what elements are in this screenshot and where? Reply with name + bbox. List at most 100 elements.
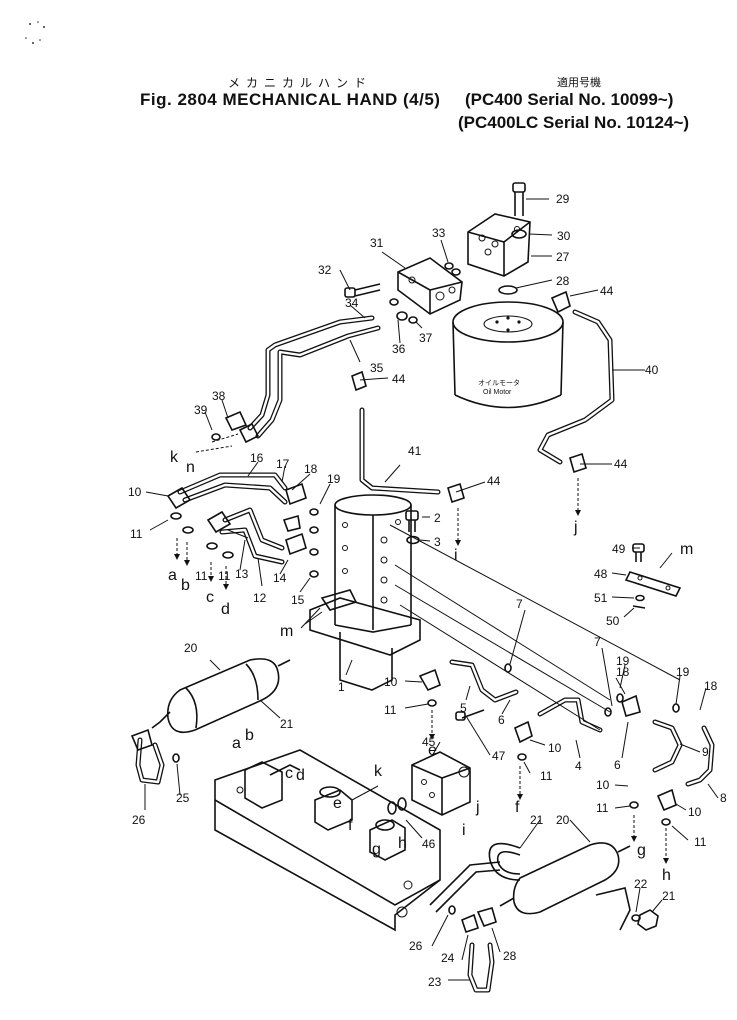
tube-42 (537, 309, 615, 465)
bolt-49 (632, 543, 645, 562)
callout-12: 12 (253, 591, 267, 605)
letter-n: n (186, 459, 195, 476)
tube-24 (467, 942, 495, 993)
o-ring-35a (444, 262, 454, 270)
callout-13: 13 (235, 567, 249, 581)
tube-9 (652, 719, 683, 773)
hose-13 (219, 507, 285, 565)
callout-44-c: 44 (614, 457, 628, 471)
letter-a-lower: a (232, 735, 241, 752)
callout-31: 29 (556, 192, 570, 206)
block-45 (411, 751, 471, 816)
accumulator-lower-right (499, 842, 631, 915)
callout-39: 37 (419, 331, 433, 345)
callout-18-a: 18 (304, 462, 318, 476)
callout-37: 35 (370, 361, 384, 375)
letter-b-lower: b (245, 727, 254, 744)
callout-11-g: 11 (694, 835, 707, 849)
hose-21-lower (488, 842, 521, 881)
callout-44-d: 44 (487, 474, 501, 488)
callout-21-b: 21 (530, 813, 544, 827)
callout-44-b: 44 (392, 372, 406, 386)
callout-7-a: 7 (516, 597, 523, 611)
bolt-34 (344, 283, 381, 298)
o-ring-39 (408, 316, 418, 324)
letter-i-lower: i (462, 822, 466, 839)
letter-c-upper: c (206, 589, 214, 606)
bolt-31 (512, 182, 526, 216)
washer-32 (511, 229, 527, 239)
hydraulic-line-to-manifold (429, 861, 501, 913)
callout-11-d: 11 (384, 703, 397, 717)
callout-4: 4 (575, 759, 582, 773)
nut-22 (637, 909, 659, 931)
letter-k-lower: k (374, 763, 383, 780)
plate-48 (624, 571, 682, 597)
letter-a-upper: a (168, 567, 177, 584)
callout-30: 28 (556, 274, 570, 288)
callout-16: 16 (250, 451, 264, 465)
callout-20-a: 20 (184, 641, 198, 655)
figure-title: Fig. 2804 MECHANICAL HAND (4/5) (140, 90, 441, 109)
callout-44-a: 44 (600, 284, 614, 298)
valve-33 (397, 257, 463, 315)
oil-motor-label: Oil Motor (483, 389, 512, 396)
callout-42: 40 (645, 363, 659, 377)
callout-11-a: 11 (130, 527, 143, 541)
letter-g-upper: g (637, 842, 646, 859)
callout-25: 24 (441, 951, 455, 965)
callout-34: 32 (318, 263, 332, 277)
connection-letter-labels: a b c d a b c d e f e f g h g h i j i j … (168, 449, 693, 884)
callout-28: 28 (503, 949, 517, 963)
callout-6-a: 6 (498, 713, 505, 727)
callout-5: 5 (460, 701, 467, 715)
callout-40: 38 (212, 389, 226, 403)
callout-23: 22 (634, 877, 648, 891)
o-ring-46a (387, 801, 397, 815)
callout-45: 45 (422, 735, 436, 749)
connection-arrows (174, 433, 669, 864)
oil-motor-jp-label: オイルモータ (478, 378, 520, 387)
letter-j-lower: j (475, 799, 480, 816)
callout-50: 50 (606, 614, 620, 628)
letter-c-lower: c (285, 765, 293, 782)
callout-14: 14 (273, 571, 287, 585)
callout-21-a: 21 (280, 717, 294, 731)
washer-50 (632, 605, 646, 609)
callout-11-b: 11 (195, 569, 208, 583)
callout-10-e: 10 (688, 805, 702, 819)
leader-lines (144, 198, 719, 981)
valve-block-29 (467, 213, 531, 277)
callout-10-c: 10 (548, 741, 562, 755)
letter-m-left: m (280, 623, 293, 640)
letter-h-lower: h (398, 835, 407, 852)
tube-4 (537, 697, 603, 733)
bracket-wire-22 (595, 887, 631, 931)
callout-47: 47 (492, 749, 506, 763)
callout-10-b: 10 (384, 675, 398, 689)
callout-2: 2 (434, 511, 441, 525)
washer-23 (631, 914, 641, 922)
callout-29: 27 (556, 250, 570, 264)
callout-18-b: 18 (616, 665, 630, 679)
letter-d-lower: d (296, 767, 305, 784)
scan-specks (25, 21, 45, 44)
callout-18-c: 18 (704, 679, 718, 693)
fitting-38 (389, 298, 408, 321)
callout-32: 30 (557, 229, 571, 243)
letter-k-upper: k (170, 449, 179, 466)
letter-e-upper: e (428, 742, 437, 759)
tube-27 (135, 737, 165, 785)
callout-33: 31 (370, 236, 384, 250)
callout-11-c: 11 (218, 569, 231, 583)
letter-f-upper: f (515, 799, 520, 816)
callout-19-b: 19 (616, 654, 630, 668)
letter-h-upper: h (662, 867, 671, 884)
tube-36 (247, 315, 375, 431)
callout-19-c: 19 (676, 665, 690, 679)
callout-27: 26 (132, 813, 146, 827)
letter-g-lower: g (372, 841, 381, 858)
tube-43 (359, 407, 441, 495)
fittings-44 (351, 290, 587, 504)
o-ring-30 (498, 285, 518, 295)
